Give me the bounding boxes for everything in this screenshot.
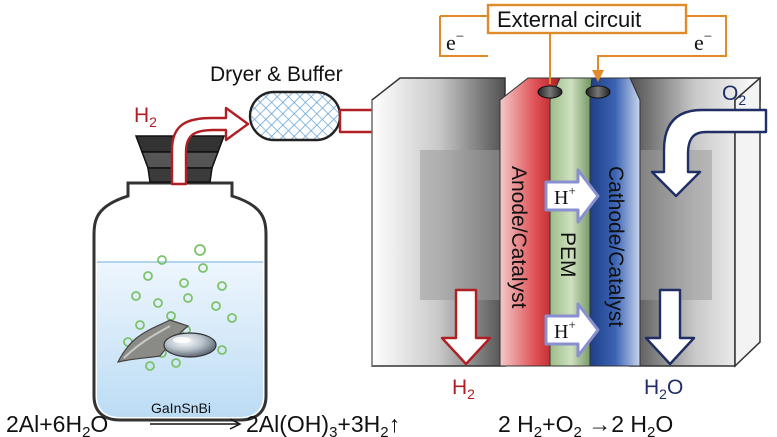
- h2o-exhaust-label: H2O: [644, 376, 683, 402]
- reaction-arrow: [150, 418, 242, 430]
- proton-label-bottom: H+: [554, 317, 576, 343]
- dryer-label: Dryer & Buffer: [210, 63, 343, 86]
- h2-bottle-label: H2: [134, 104, 157, 130]
- reaction-equation-left: 2Al+6H2O: [6, 411, 108, 437]
- pem-label: PEM: [556, 232, 579, 278]
- catalyst-label: GaInSnBi: [151, 400, 211, 416]
- h2-exhaust-arrow: [440, 288, 492, 366]
- cell-reaction-equation: 2 H2+O2 →2 H2O: [498, 411, 673, 437]
- electron-label-left: e−: [446, 29, 464, 55]
- cathode-terminal: [585, 85, 611, 99]
- reaction-equation-right: 2Al(OH)3+3H2↑: [246, 411, 400, 437]
- cathode-label: Cathode/Catalyst: [604, 166, 627, 327]
- h2o-exhaust-arrow: [644, 288, 696, 366]
- electron-label-right: e−: [694, 29, 712, 55]
- dryer-buffer-canister: [248, 90, 342, 142]
- o2-label: O2: [722, 82, 746, 108]
- external-circuit-label: External circuit: [497, 7, 641, 32]
- liquid-metal-droplet: [163, 332, 217, 358]
- o2-arrow-to-cathode: [650, 108, 768, 198]
- h2-arrow-bottle-to-dryer: [170, 106, 250, 186]
- external-circuit: [439, 3, 727, 84]
- anode-terminal: [537, 85, 563, 99]
- cathode-catalyst-layer: [589, 77, 641, 367]
- external-circuit-box: [486, 3, 688, 35]
- reaction-bottle: [92, 181, 268, 422]
- h2-exhaust-label: H2: [452, 376, 475, 402]
- proton-arrow-bottom: H+: [544, 302, 600, 358]
- anode-label: Anode/Catalyst: [507, 166, 530, 309]
- proton-arrow-top: H+: [544, 168, 600, 224]
- proton-label-top: H+: [554, 183, 576, 209]
